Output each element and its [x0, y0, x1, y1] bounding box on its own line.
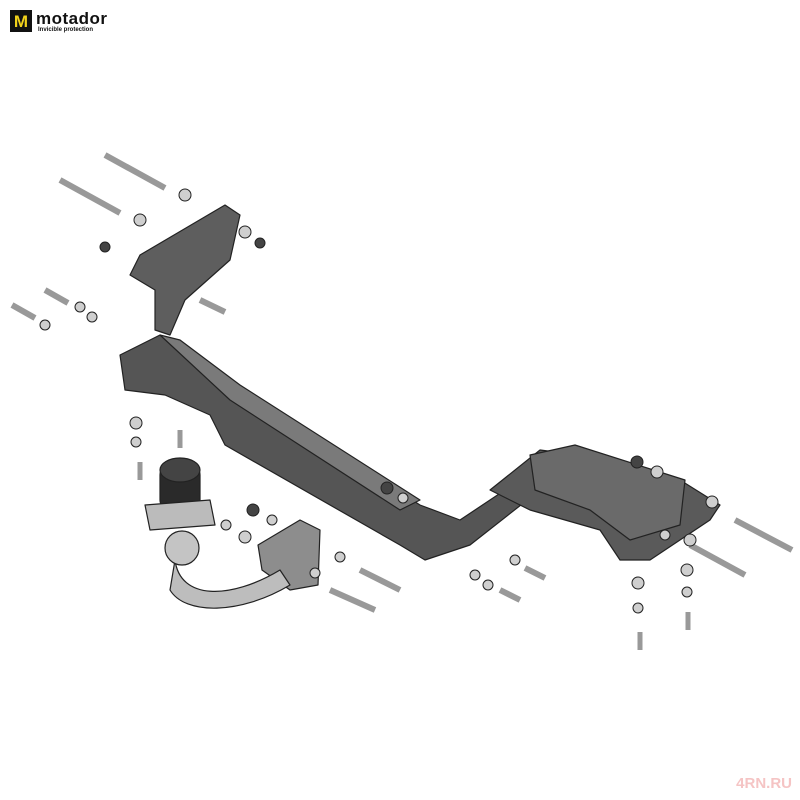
- socket-cap: [159, 457, 201, 483]
- brand-logo: M motador Invicible protection: [10, 10, 108, 33]
- tow-ball-neck: [169, 559, 291, 609]
- logo-name: motador: [36, 9, 108, 28]
- logo-mark-letter: M: [13, 11, 29, 31]
- logo-tagline: Invicible protection: [38, 27, 94, 33]
- main-beam-top: [159, 334, 421, 511]
- tow-ball: [164, 530, 200, 566]
- right-bracket-box: [529, 444, 686, 541]
- left-upper-bracket: [129, 204, 241, 336]
- watermark: 4RN.RU: [736, 775, 792, 792]
- tow-neck-mount: [257, 519, 321, 591]
- bolts: [10, 152, 794, 650]
- socket-plate: [144, 499, 216, 531]
- logo-mark: M: [10, 10, 32, 32]
